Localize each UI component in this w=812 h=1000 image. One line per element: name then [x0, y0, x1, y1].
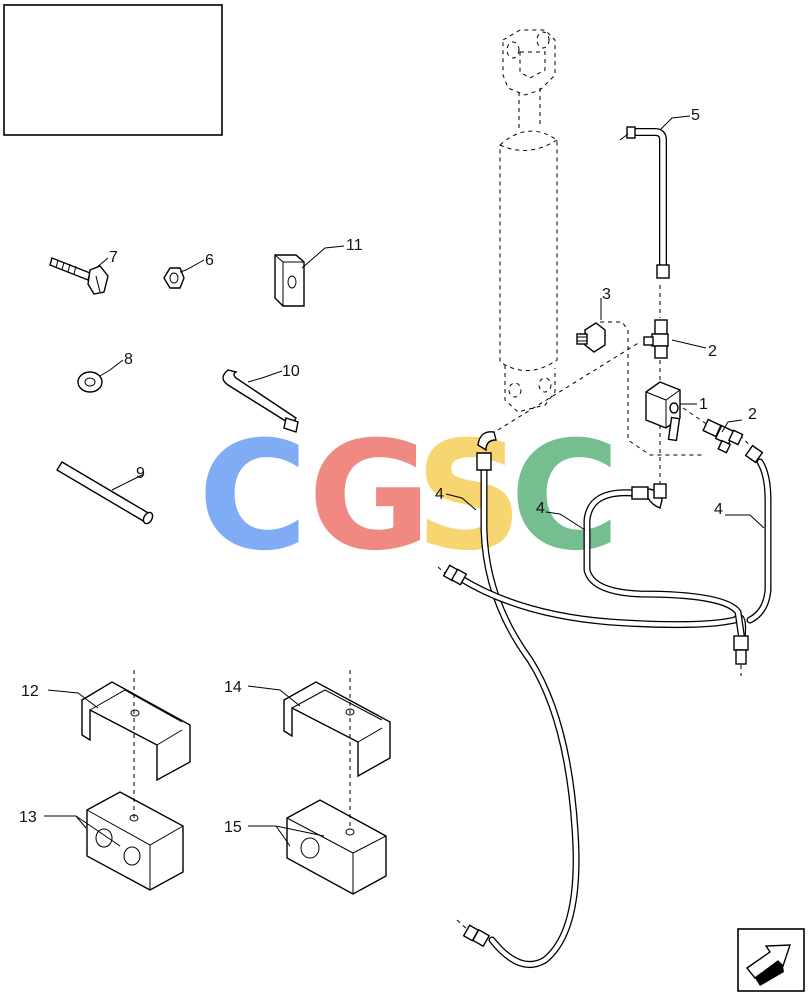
item-10-cable-tie: [222, 369, 299, 433]
item-9-rod: [56, 461, 154, 525]
callout-10: 10: [282, 363, 300, 380]
callout-15: 15: [224, 819, 242, 836]
watermark-letter-3: S: [415, 410, 523, 584]
item-2-tee-fitting-upper: [643, 319, 669, 359]
callout-13: 13: [19, 809, 37, 826]
item-8-washer: [77, 371, 103, 393]
callout-3: 3: [602, 286, 611, 303]
item-5-steel-pipe: [619, 126, 670, 279]
callout-4-middle: 4: [536, 500, 545, 517]
callout-6: 6: [205, 252, 214, 269]
watermark-letter-1: C: [198, 410, 308, 584]
item-14-clamp-cover: [283, 681, 391, 778]
callout-labels: 1 2 2 3 4 4 4 5 6 7 8 9 10 11 12 13 14 1…: [19, 107, 757, 836]
callout-4-right: 4: [714, 501, 723, 518]
watermark: C G S C: [198, 410, 620, 584]
hose-assemblies: [442, 431, 772, 968]
watermark-letter-2: G: [308, 410, 431, 584]
callout-2-lower: 2: [748, 406, 757, 423]
item-13-clamp-block: [86, 791, 184, 891]
item-1-valve-block: [645, 381, 681, 442]
callout-9: 9: [136, 465, 145, 482]
item-12-clamp-cover: [81, 681, 191, 782]
callout-14: 14: [224, 679, 242, 696]
callout-11: 11: [346, 237, 363, 254]
item-15-clamp-block: [286, 799, 387, 895]
item-2-tee-fitting-lower: [702, 418, 744, 454]
callout-4-left: 4: [435, 486, 444, 503]
callout-1: 1: [699, 396, 708, 413]
callout-5: 5: [691, 107, 700, 124]
callout-8: 8: [124, 351, 133, 368]
callout-7: 7: [109, 249, 118, 266]
hydraulic-cylinder: [499, 29, 558, 413]
title-frame: [3, 4, 223, 136]
callout-2-upper: 2: [708, 343, 717, 360]
routing-lines: [437, 285, 753, 933]
item-11-plate: [274, 254, 305, 307]
item-6-nut: [163, 267, 185, 289]
item-3-adaptor: [576, 322, 606, 353]
callout-12: 12: [21, 683, 39, 700]
item-7-bolt: [49, 257, 109, 295]
leader-lines: [44, 115, 765, 847]
forward-arrow-icon[interactable]: [737, 928, 805, 992]
